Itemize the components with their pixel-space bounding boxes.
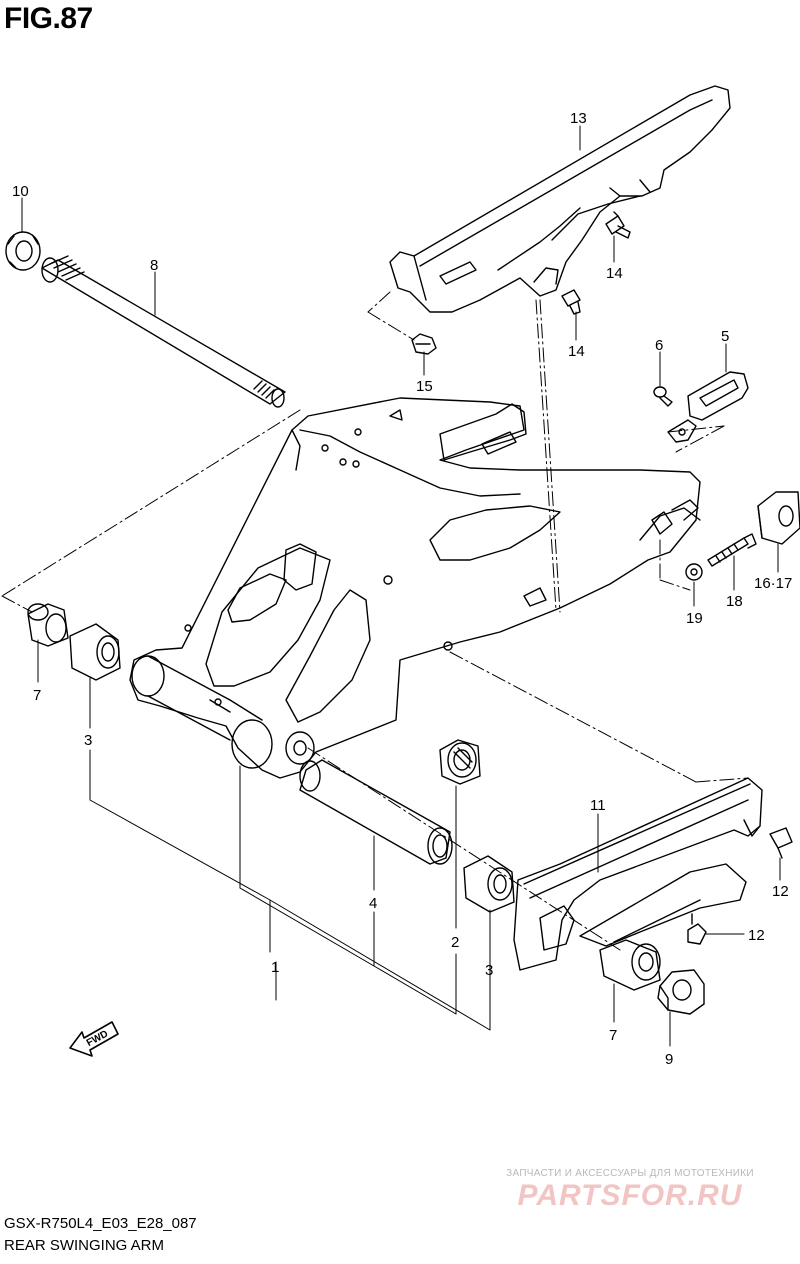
callout-2: 2	[451, 934, 459, 951]
bearing-3-right-part	[463, 855, 515, 913]
callout-4: 4	[369, 895, 377, 912]
model-code: GSX-R750L4_E03_E28_087	[4, 1215, 197, 1232]
pivot-nut-9-part	[657, 969, 705, 1015]
bolt-12-lower-part	[687, 913, 707, 945]
callout-18: 18	[726, 593, 743, 610]
chain-cover-part	[389, 85, 731, 313]
callout-7-right: 7	[609, 1027, 617, 1044]
callout-12-upper: 12	[772, 883, 789, 900]
bolt-14-lower-part	[561, 289, 581, 315]
adjuster-bolt-part	[707, 533, 757, 567]
callout-8: 8	[150, 257, 158, 274]
callout-19: 19	[686, 610, 703, 627]
callout-10: 10	[12, 183, 29, 200]
chain-guide-plate-part	[667, 371, 749, 443]
callout-12-lower: 12	[748, 927, 765, 944]
callout-15: 15	[416, 378, 433, 395]
watermark-brand: PARTSFOR.RU	[517, 1179, 743, 1212]
collar-7-left-part	[27, 603, 69, 647]
callout-1: 1	[271, 959, 279, 976]
bolt-14-upper-part	[605, 211, 631, 239]
bearing-3-left-part	[69, 623, 121, 681]
figure-caption: REAR SWINGING ARM	[4, 1237, 165, 1254]
collar-7-right-part	[599, 939, 661, 991]
callout-11: 11	[590, 797, 606, 814]
callout-7-left: 7	[33, 687, 41, 704]
figure-title: FIG.87	[4, 2, 93, 35]
pivot-nut-part	[5, 231, 41, 271]
leader-lines	[21, 125, 781, 1047]
watermark: ЗАПЧАСТИ И АКСЕССУАРЫ ДЛЯ МОТОТЕХНИКИ PA…	[470, 1168, 790, 1213]
chain-buffer-part	[513, 777, 763, 971]
watermark-tagline: ЗАПЧАСТИ И АКСЕССУАРЫ ДЛЯ МОТОТЕХНИКИ	[506, 1168, 754, 1179]
assembly-lines	[1, 291, 749, 951]
spacer-tube-part	[299, 759, 453, 865]
screw-6-part	[653, 386, 673, 407]
adjuster-nut-part	[685, 563, 703, 581]
callout-14-upper: 14	[606, 265, 623, 282]
callout-9: 9	[665, 1051, 673, 1068]
bolt-12-upper-part	[769, 827, 793, 859]
callout-16-17: 16·17	[754, 575, 792, 592]
callout-14-lower: 14	[568, 343, 585, 360]
forward-direction-icon	[69, 1021, 119, 1057]
callout-3-left: 3	[84, 732, 92, 749]
needle-bearing-part	[439, 739, 481, 785]
adjuster-block-part	[757, 491, 800, 545]
callout-5: 5	[721, 328, 729, 345]
callout-6: 6	[655, 337, 663, 354]
clip-15-part	[411, 333, 437, 355]
callout-3-right: 3	[485, 962, 493, 979]
callout-labels: 10 8 13 14 14 15 6 5 16·17 18 19 7 3 11 …	[12, 110, 792, 1068]
figure-footer: GSX-R750L4_E03_E28_087 REAR SWINGING ARM	[4, 1213, 197, 1257]
swing-arm-part	[129, 397, 701, 779]
pivot-shaft-part	[41, 255, 286, 408]
callout-13: 13	[570, 110, 587, 127]
